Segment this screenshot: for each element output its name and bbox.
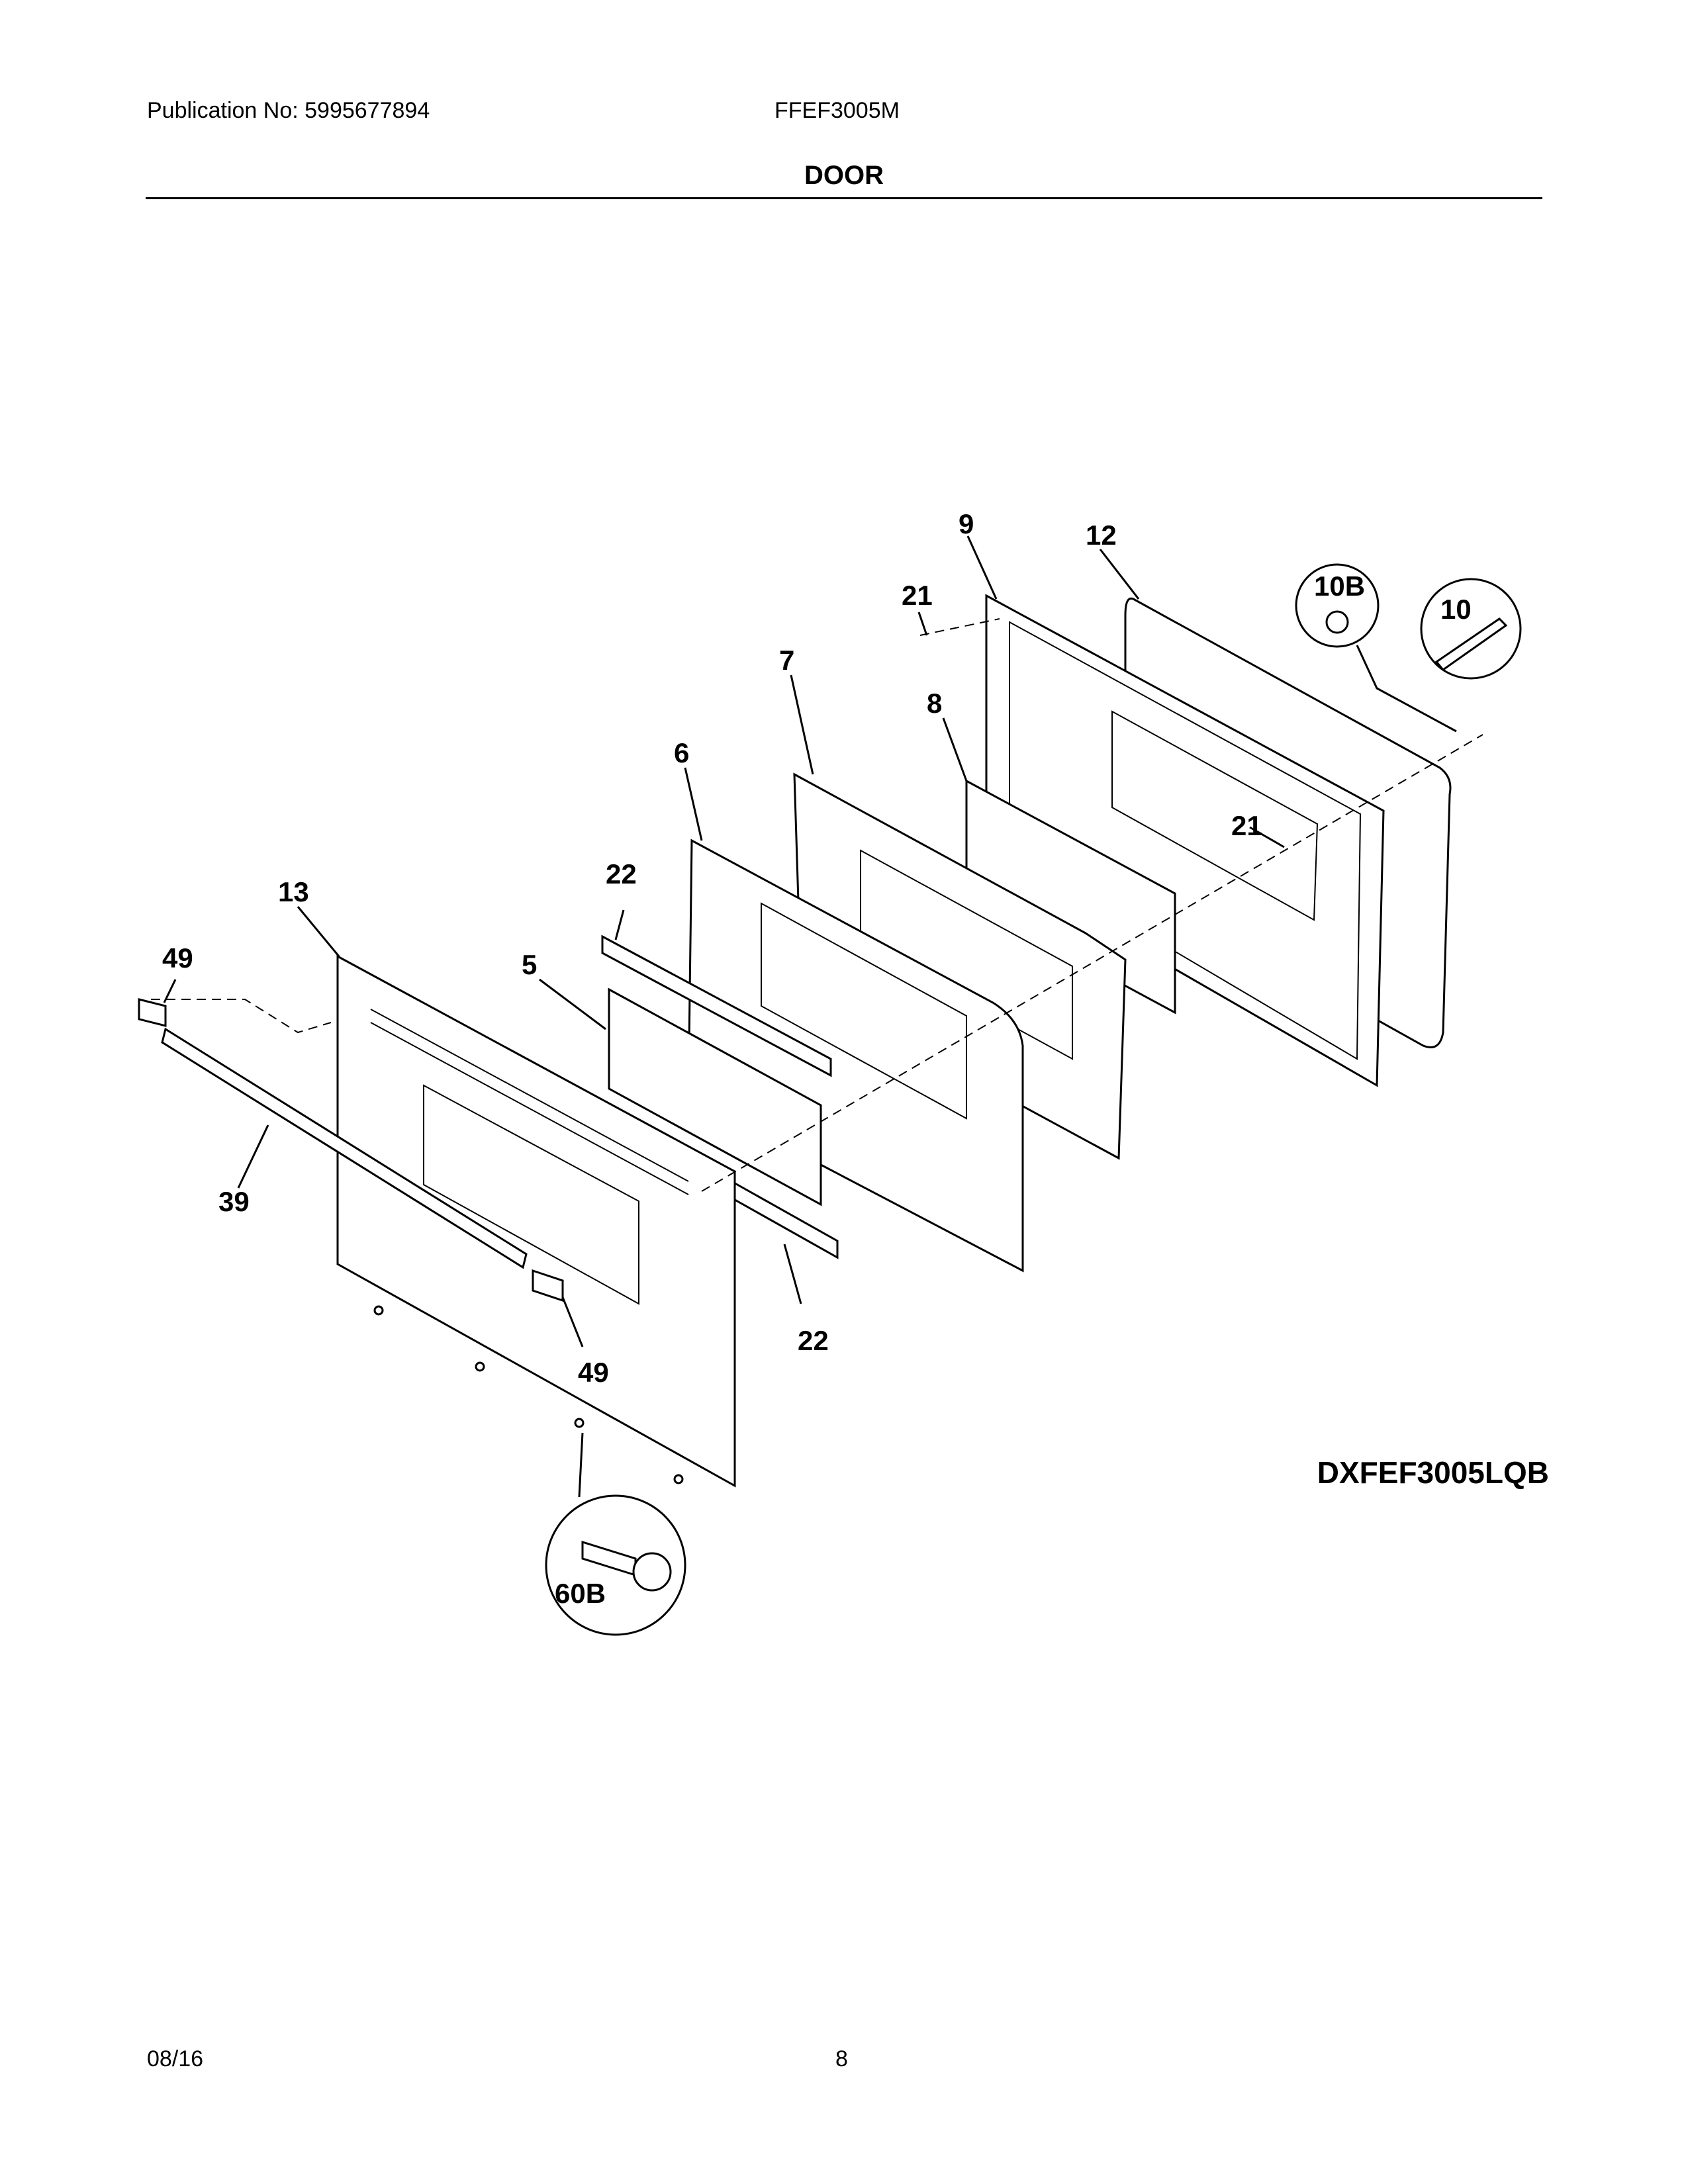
part-39-trim: [161, 1027, 528, 1269]
diagram-reference-code: DXFEF3005LQB: [1317, 1455, 1549, 1490]
part-9-window-recess: [1111, 710, 1319, 921]
part-49-end-cap-right: [532, 1269, 564, 1302]
leader-lines: [163, 535, 1457, 1498]
part-8-glass: [965, 779, 1176, 1015]
part-13-window: [423, 1084, 639, 1305]
page-number: 8: [835, 2046, 848, 2071]
part-13-outer-door: [336, 954, 736, 1488]
callout-10: 10: [1440, 594, 1472, 625]
callout-22-upper: 22: [606, 858, 637, 889]
callout-22-lower: 22: [798, 1325, 829, 1356]
assembly-axis-line: [701, 734, 1483, 1192]
part-9-inner-liner: [985, 594, 1385, 1087]
part-12-gasket: [1124, 597, 1452, 1048]
model-number: FFEF3005M: [774, 98, 900, 123]
washer-icon: [1325, 610, 1349, 634]
part-5-glass: [608, 987, 822, 1206]
callout-13: 13: [278, 876, 309, 907]
callout-6: 6: [674, 737, 689, 768]
callout-60b: 60B: [555, 1578, 606, 1609]
part-10b-detail-circle: [1295, 563, 1380, 648]
publication-number: Publication No: 5995677894: [147, 98, 430, 123]
callout-49-left: 49: [162, 942, 193, 974]
callout-8: 8: [927, 688, 942, 719]
callout-10b: 10B: [1314, 570, 1365, 602]
callout-12: 12: [1086, 520, 1117, 551]
callout-21-right: 21: [1231, 810, 1262, 841]
part-6-door-panel: [687, 839, 1024, 1273]
part-6-window-opening: [761, 902, 967, 1120]
callout-39: 39: [218, 1186, 250, 1217]
callout-5: 5: [522, 949, 537, 980]
section-title: DOOR: [804, 161, 884, 190]
callout-21-upper: 21: [902, 580, 933, 611]
part-10-detail-circle: [1420, 578, 1522, 680]
part-13-vent-slots: [370, 1009, 689, 1195]
callout-9: 9: [959, 508, 974, 539]
part-49-end-cap-left: [138, 998, 167, 1027]
publication-date: 08/16: [147, 2046, 204, 2071]
bolt-icon: [1434, 617, 1508, 672]
part-60b-screws: [373, 1305, 684, 1484]
part-22-upper-channel: [601, 934, 832, 1077]
callout-7: 7: [779, 645, 794, 676]
callout-49-right: 49: [578, 1357, 609, 1388]
header-divider: [146, 197, 1542, 199]
